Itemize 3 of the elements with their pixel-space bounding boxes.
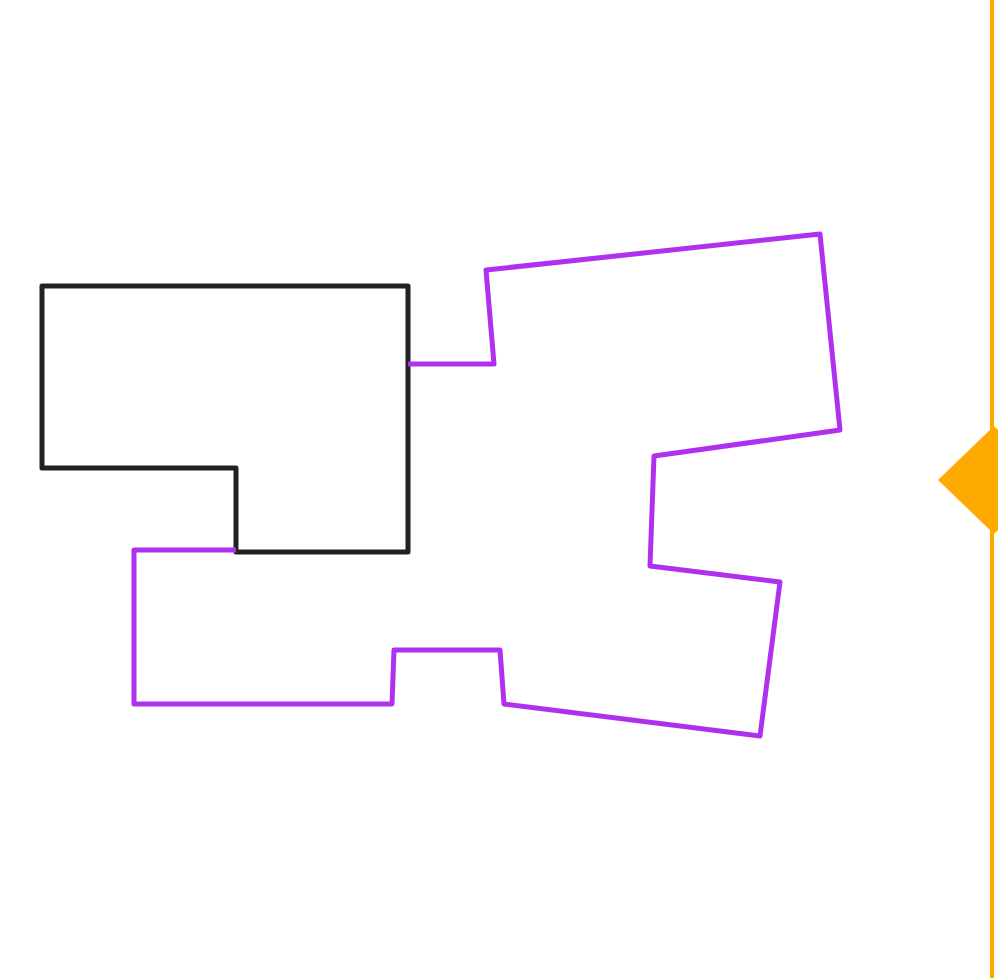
outline-shape [38,282,414,558]
outline-shape [128,228,848,742]
diamond-marker [938,426,998,534]
